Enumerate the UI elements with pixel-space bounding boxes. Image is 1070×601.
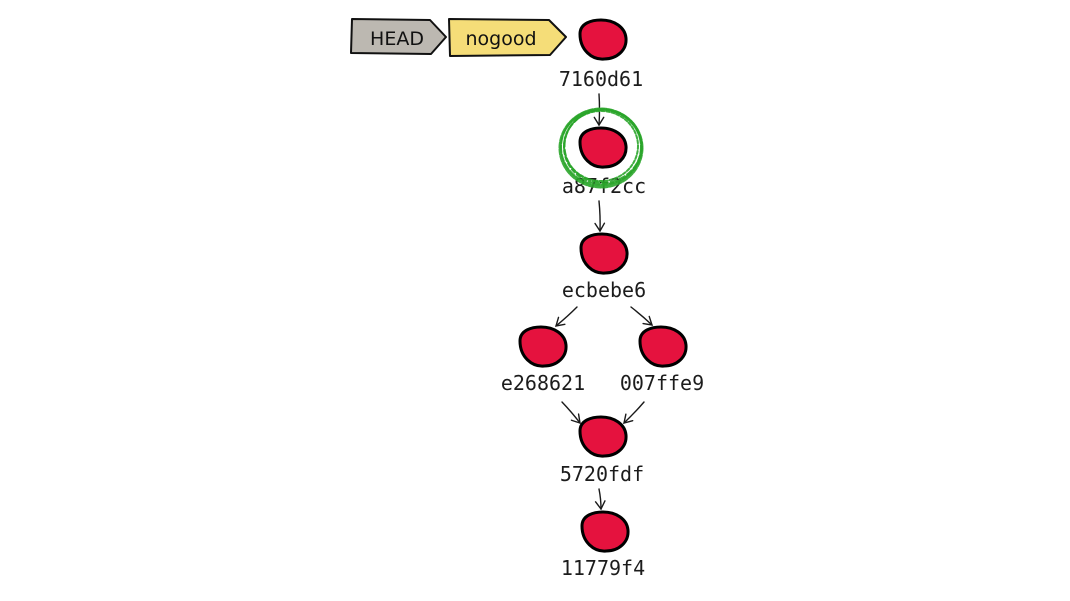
- edge-line: [555, 306, 578, 327]
- branch-ref-label: nogood: [465, 28, 536, 50]
- commit-dot: [578, 415, 628, 458]
- branch-tag-shape: [448, 18, 567, 57]
- edge-ecbebe6-007ffe9: [630, 306, 654, 326]
- highlight-ring: [558, 107, 644, 189]
- arrowhead: [642, 315, 654, 326]
- arrowhead: [555, 316, 566, 327]
- edges-layer: [555, 93, 654, 511]
- branch-ref-tag: nogood: [448, 18, 567, 57]
- edge-ecbebe6-e268621: [555, 306, 578, 327]
- ring-stroke: [560, 108, 642, 186]
- nodes-layer: 7160d61 a87f2cc ecbebe6 e268621 007ffe9 5720f…: [501, 18, 704, 580]
- edge-line: [623, 401, 645, 424]
- edge-line: [598, 200, 601, 232]
- commit-node-a87f2cc: a87f2cc: [562, 126, 646, 198]
- head-tag-shape: [350, 18, 447, 55]
- edge-line: [598, 488, 602, 510]
- commit-dot: [580, 510, 630, 553]
- arrowhead: [623, 413, 634, 424]
- commit-node-11779f4: 11779f4: [561, 510, 645, 580]
- arrowhead: [593, 116, 605, 127]
- arrowhead: [570, 413, 581, 425]
- commit-hash-label: 007ffe9: [620, 371, 704, 395]
- edge-line: [561, 401, 581, 424]
- commit-dot: [518, 325, 568, 368]
- commit-hash-label: 11779f4: [561, 556, 645, 580]
- commit-dot: [579, 232, 629, 275]
- commit-node-007ffe9: 007ffe9: [620, 325, 704, 395]
- commit-node-ecbebe6: ecbebe6: [562, 232, 646, 302]
- head-ref-tag: HEAD: [350, 18, 447, 55]
- commit-dot: [578, 18, 628, 61]
- highlight-ring-layer: [558, 107, 644, 189]
- commit-dot: [638, 325, 688, 368]
- commit-hash-label: ecbebe6: [562, 278, 646, 302]
- edge-e268621-5720fdf: [561, 401, 581, 425]
- edge-5720fdf-11779f4: [594, 488, 606, 511]
- edge-007ffe9-5720fdf: [623, 401, 645, 424]
- edge-a87f2cc-ecbebe6: [594, 200, 606, 233]
- commit-dot: [578, 126, 628, 169]
- commit-hash-label: 7160d61: [559, 67, 643, 91]
- commit-node-5720fdf: 5720fdf: [560, 415, 644, 486]
- commit-hash-label: 5720fdf: [560, 462, 644, 486]
- commit-hash-label: e268621: [501, 371, 585, 395]
- commit-node-e268621: e268621: [501, 325, 585, 395]
- arrowhead: [594, 222, 606, 233]
- edge-line: [630, 306, 653, 326]
- head-ref-label: HEAD: [370, 28, 424, 50]
- arrowhead: [594, 500, 606, 511]
- commit-node-7160d61: 7160d61: [559, 18, 643, 91]
